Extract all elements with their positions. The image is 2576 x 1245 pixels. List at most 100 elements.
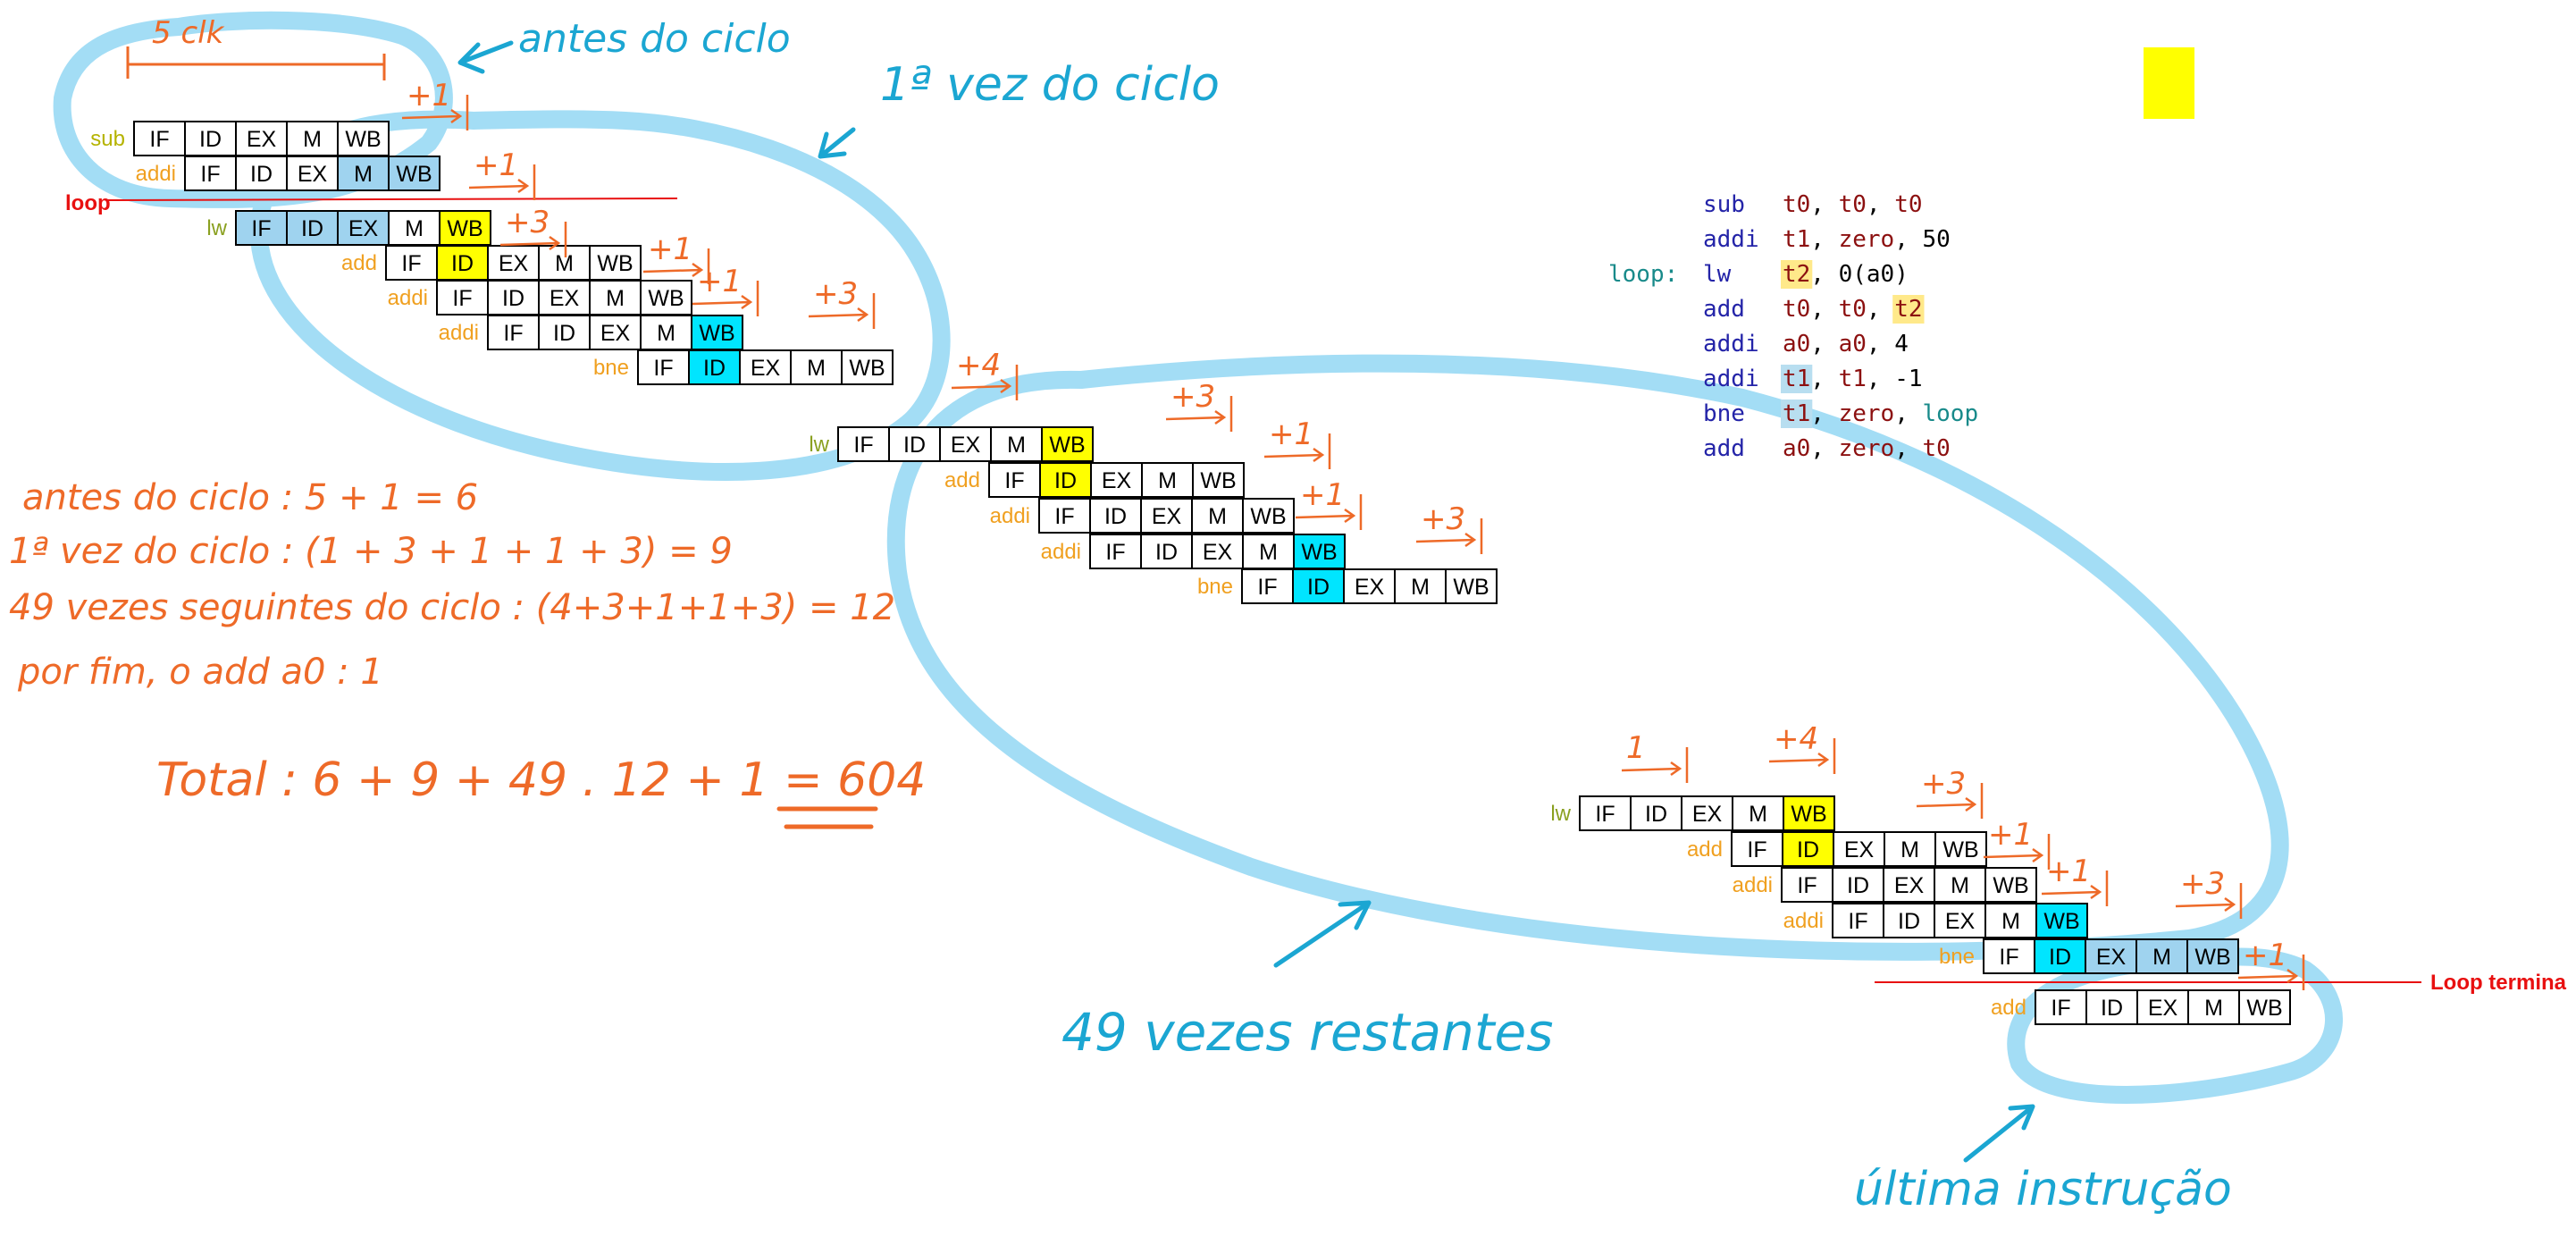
stage-label: WB <box>849 356 885 381</box>
stage-cell-ex <box>739 349 792 385</box>
stall-count: +1 <box>1988 817 2033 853</box>
calc-first: 1ª vez do ciclo : (1 + 3 + 1 + 1 + 3) = … <box>9 531 733 572</box>
stage-label: ID <box>903 433 926 458</box>
stage-cell-wb <box>2186 938 2239 974</box>
stage-cell-ex <box>2136 989 2189 1025</box>
stage-cell-m <box>2135 938 2188 974</box>
instruction-label: lw <box>809 433 829 457</box>
stage-cell-wb <box>1783 795 1835 831</box>
stage-cell-m <box>1191 498 1244 534</box>
instruction-label: add <box>1687 837 1723 862</box>
instruction-label: add <box>1991 996 2026 1020</box>
code-arg: t0 <box>1894 191 1922 218</box>
calc-before: antes do ciclo : 5 + 1 = 6 <box>22 477 478 518</box>
stage-cell-wb <box>1192 462 1245 498</box>
stage-cell-ex <box>487 245 540 281</box>
count-arrow-icon <box>1263 433 1331 469</box>
last-instruction-outline <box>2007 947 2343 1104</box>
code-arg: zero <box>1839 400 1895 427</box>
instruction-label: bne <box>1197 575 1233 599</box>
code-arg: , <box>1894 226 1922 253</box>
stage-cell-if <box>637 349 690 385</box>
code-arg: , <box>1810 435 1838 462</box>
stage-label: EX <box>1152 504 1182 529</box>
code-arg: loop <box>1923 400 1979 427</box>
stage-cell-wb <box>841 349 894 385</box>
code-arg: t2 <box>1783 261 1810 288</box>
stage-label: ID <box>199 127 222 152</box>
stage-cell-id <box>1140 534 1193 569</box>
stage-cell-id <box>2034 938 2086 974</box>
stage-label: WB <box>2043 909 2079 934</box>
register-highlight <box>1781 260 1813 289</box>
stage-cell-wb <box>1934 831 1987 867</box>
stage-label: IF <box>1004 468 1024 493</box>
stage-label: EX <box>1355 575 1385 600</box>
stage-label: ID <box>1898 909 1920 934</box>
stage-label: M <box>606 286 625 311</box>
stage-label: M <box>807 356 826 381</box>
stage-label: WB <box>597 251 633 276</box>
stall-count: +1 <box>2243 938 2287 973</box>
instruction-label: bne <box>1939 945 1975 969</box>
code-opcode: lw <box>1703 261 1732 288</box>
code-arg: , <box>1810 366 1838 392</box>
stage-label: IF <box>853 433 873 458</box>
count-arrow-icon <box>1916 783 1984 819</box>
arrow-before-loop-icon <box>457 40 514 74</box>
stage-label: ID <box>2101 996 2123 1021</box>
stage-label: EX <box>751 356 781 381</box>
stage-label: M <box>555 251 574 276</box>
stall-count: +1 <box>407 78 451 114</box>
stage-cell-id <box>1039 462 1092 498</box>
instruction-label: addi <box>1783 909 1824 933</box>
stage-cell-id <box>1630 795 1682 831</box>
count-arrow-icon <box>1621 747 1689 783</box>
stage-cell-ex <box>2085 938 2137 974</box>
stage-label: IF <box>1105 540 1125 565</box>
code-arg: 4 <box>1894 331 1909 358</box>
calc-following: 49 vezes seguintes do ciclo : (4+3+1+1+3… <box>9 587 895 628</box>
stage-cell-if <box>837 426 890 462</box>
stage-label: IF <box>200 162 220 187</box>
stage-label: IF <box>401 251 421 276</box>
loop-end-label: Loop termina <box>2430 971 2567 995</box>
stage-cell-m <box>337 156 390 191</box>
stage-cell-id <box>1089 498 1142 534</box>
code-arg: t1 <box>1839 366 1867 392</box>
arrow-first-time-icon <box>818 127 856 159</box>
stall-count: +4 <box>1774 721 1818 757</box>
stall-count: +1 <box>1300 477 1345 513</box>
instruction-label: addi <box>388 286 428 310</box>
stage-label: IF <box>251 216 271 241</box>
code-arg: , <box>1867 296 1894 323</box>
stage-label: EX <box>1844 837 1875 862</box>
code-opcode: addi <box>1703 226 1759 253</box>
stage-cell-m <box>589 280 642 315</box>
stage-cell-ex <box>1883 867 1935 903</box>
stage-label: WB <box>2246 996 2282 1021</box>
stage-cell-id <box>1782 831 1834 867</box>
register-highlight <box>1781 365 1813 393</box>
stall-count: +3 <box>1421 501 1465 537</box>
stall-count: +3 <box>505 205 550 240</box>
stage-cell-wb <box>691 315 743 350</box>
stage-label: M <box>2001 909 2020 934</box>
code-arg: , <box>1867 331 1894 358</box>
register-highlight <box>1781 400 1813 428</box>
stage-cell-wb <box>2035 903 2088 938</box>
stage-label: ID <box>1847 873 1869 898</box>
instruction-label: add <box>341 251 377 275</box>
count-arrow-icon <box>692 281 759 316</box>
instruction-label: add <box>944 468 980 492</box>
count-arrow-icon <box>1165 396 1233 432</box>
stage-label: M <box>2152 945 2171 970</box>
